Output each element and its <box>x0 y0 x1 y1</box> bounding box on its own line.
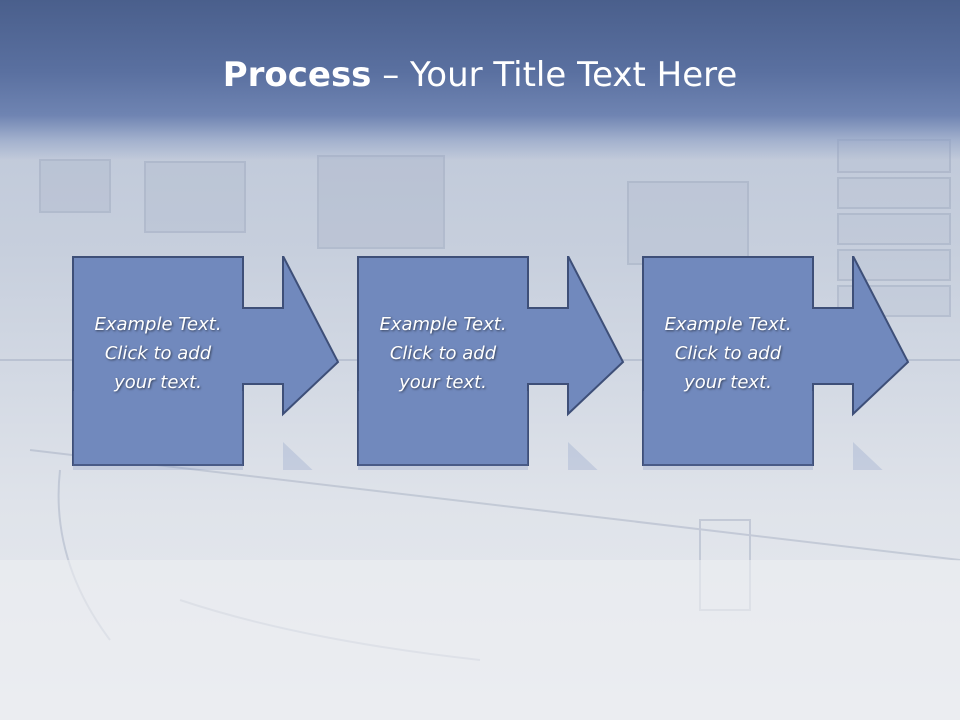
right-arrow-icon <box>72 256 340 466</box>
title-band <box>0 0 960 160</box>
step-3-line-2: Click to add <box>674 343 782 364</box>
right-arrow-icon <box>642 256 910 466</box>
step-2-line-3: your text. <box>399 372 487 393</box>
step-1-line-3: your text. <box>114 372 202 393</box>
process-step-2[interactable]: Example Text. Click to add your text. <box>357 256 627 468</box>
step-2-line-1: Example Text. <box>379 314 507 335</box>
step-2-text[interactable]: Example Text. Click to add your text. <box>357 310 529 397</box>
process-step-3[interactable]: Example Text. Click to add your text. <box>642 256 912 468</box>
process-step-1[interactable]: Example Text. Click to add your text. <box>72 256 342 468</box>
step-3-line-1: Example Text. <box>664 314 792 335</box>
step-3-text[interactable]: Example Text. Click to add your text. <box>642 310 814 397</box>
step-1-line-2: Click to add <box>104 343 212 364</box>
title-rest: – Your Title Text Here <box>371 55 738 95</box>
step-1-line-1: Example Text. <box>94 314 222 335</box>
step-1-reflection <box>73 391 338 470</box>
right-arrow-icon <box>357 256 625 466</box>
slide-title[interactable]: Process – Your Title Text Here <box>0 52 960 98</box>
step-1-text[interactable]: Example Text. Click to add your text. <box>72 310 244 397</box>
step-2-line-2: Click to add <box>389 343 497 364</box>
step-3-line-3: your text. <box>684 372 772 393</box>
step-3-reflection <box>643 391 908 470</box>
title-bold: Process <box>222 55 372 95</box>
step-2-reflection <box>358 391 623 470</box>
